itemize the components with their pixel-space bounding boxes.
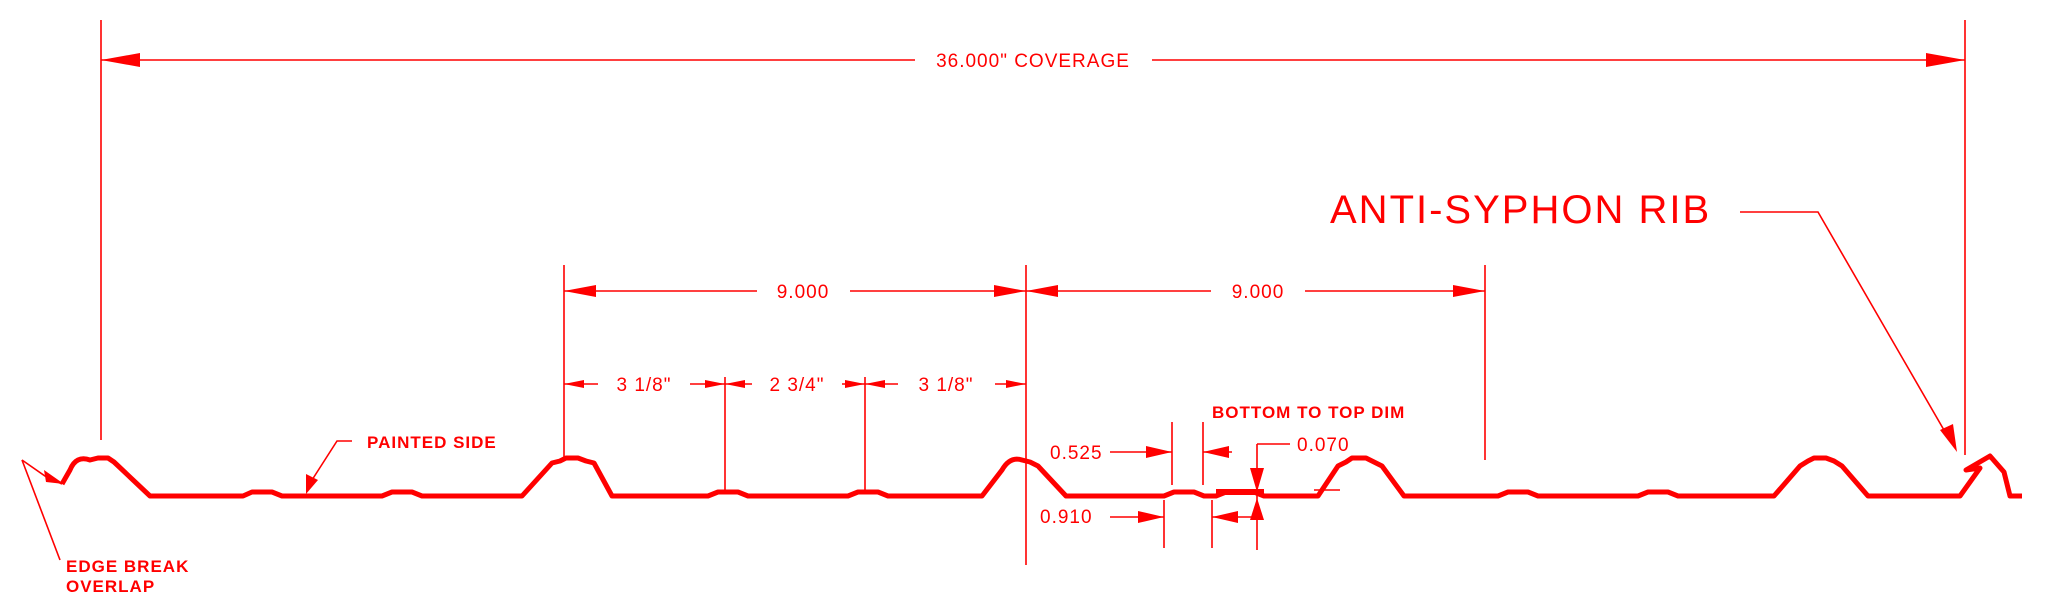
dim-0070-arrow-b: [1250, 498, 1264, 520]
dim-0525-arrow-a: [1146, 446, 1172, 458]
coverage-arrow-left: [101, 53, 140, 67]
anti-syphon-rib-arrow: [1940, 424, 1957, 452]
segment-left-arrow-a: [564, 380, 584, 388]
anti-syphon-rib-label: ANTI-SYPHON RIB: [1330, 188, 1711, 232]
panel-profile: [59, 453, 2022, 499]
coverage-arrow-right: [1926, 53, 1965, 67]
rib-spacing-left-label: 9.000: [777, 282, 830, 303]
segment-middle-label: 2 3/4": [769, 375, 824, 396]
painted-side-arrow: [306, 474, 318, 494]
bottom-to-top-dim-label: BOTTOM TO TOP DIM: [1212, 403, 1405, 422]
dim-0525-arrow-b: [1203, 446, 1229, 458]
rib-spacing-right-arrow-b: [1453, 285, 1485, 297]
segment-right-label: 3 1/8": [918, 375, 973, 396]
dim-0910-arrow-a: [1138, 511, 1164, 523]
rib-spacing-right-arrow-a: [1026, 285, 1058, 297]
segment-right-arrow-a: [865, 380, 885, 388]
edge-break-leader-down: [21, 459, 61, 561]
edge-break-label-line2: OVERLAP: [66, 577, 155, 596]
rib-spacing-left-arrow-a: [564, 285, 596, 297]
coverage-label: 36.000" COVERAGE: [936, 51, 1130, 72]
edge-break-label-line1: EDGE BREAK: [66, 557, 189, 576]
segment-middle-arrow-a: [725, 380, 745, 388]
anti-syphon-rib-leader: [1740, 211, 1949, 438]
segment-right-arrow-b: [1006, 380, 1026, 388]
dim-0070-arrow: [1250, 468, 1264, 492]
dim-0525-label: 0.525: [1050, 443, 1103, 464]
painted-side-leader: [311, 440, 352, 481]
segment-middle-arrow-b: [845, 380, 865, 388]
painted-side-label: PAINTED SIDE: [367, 433, 497, 452]
rib-spacing-left-arrow-b: [994, 285, 1026, 297]
dim-0910-arrow-b: [1212, 511, 1238, 523]
edge-break-arrow: [44, 470, 64, 484]
dim-0070-label: 0.070: [1297, 435, 1350, 456]
segment-left-label: 3 1/8": [616, 375, 671, 396]
dim-0910-label: 0.910: [1040, 507, 1093, 528]
segment-left-arrow-b: [705, 380, 725, 388]
rib-spacing-right-label: 9.000: [1232, 282, 1285, 303]
